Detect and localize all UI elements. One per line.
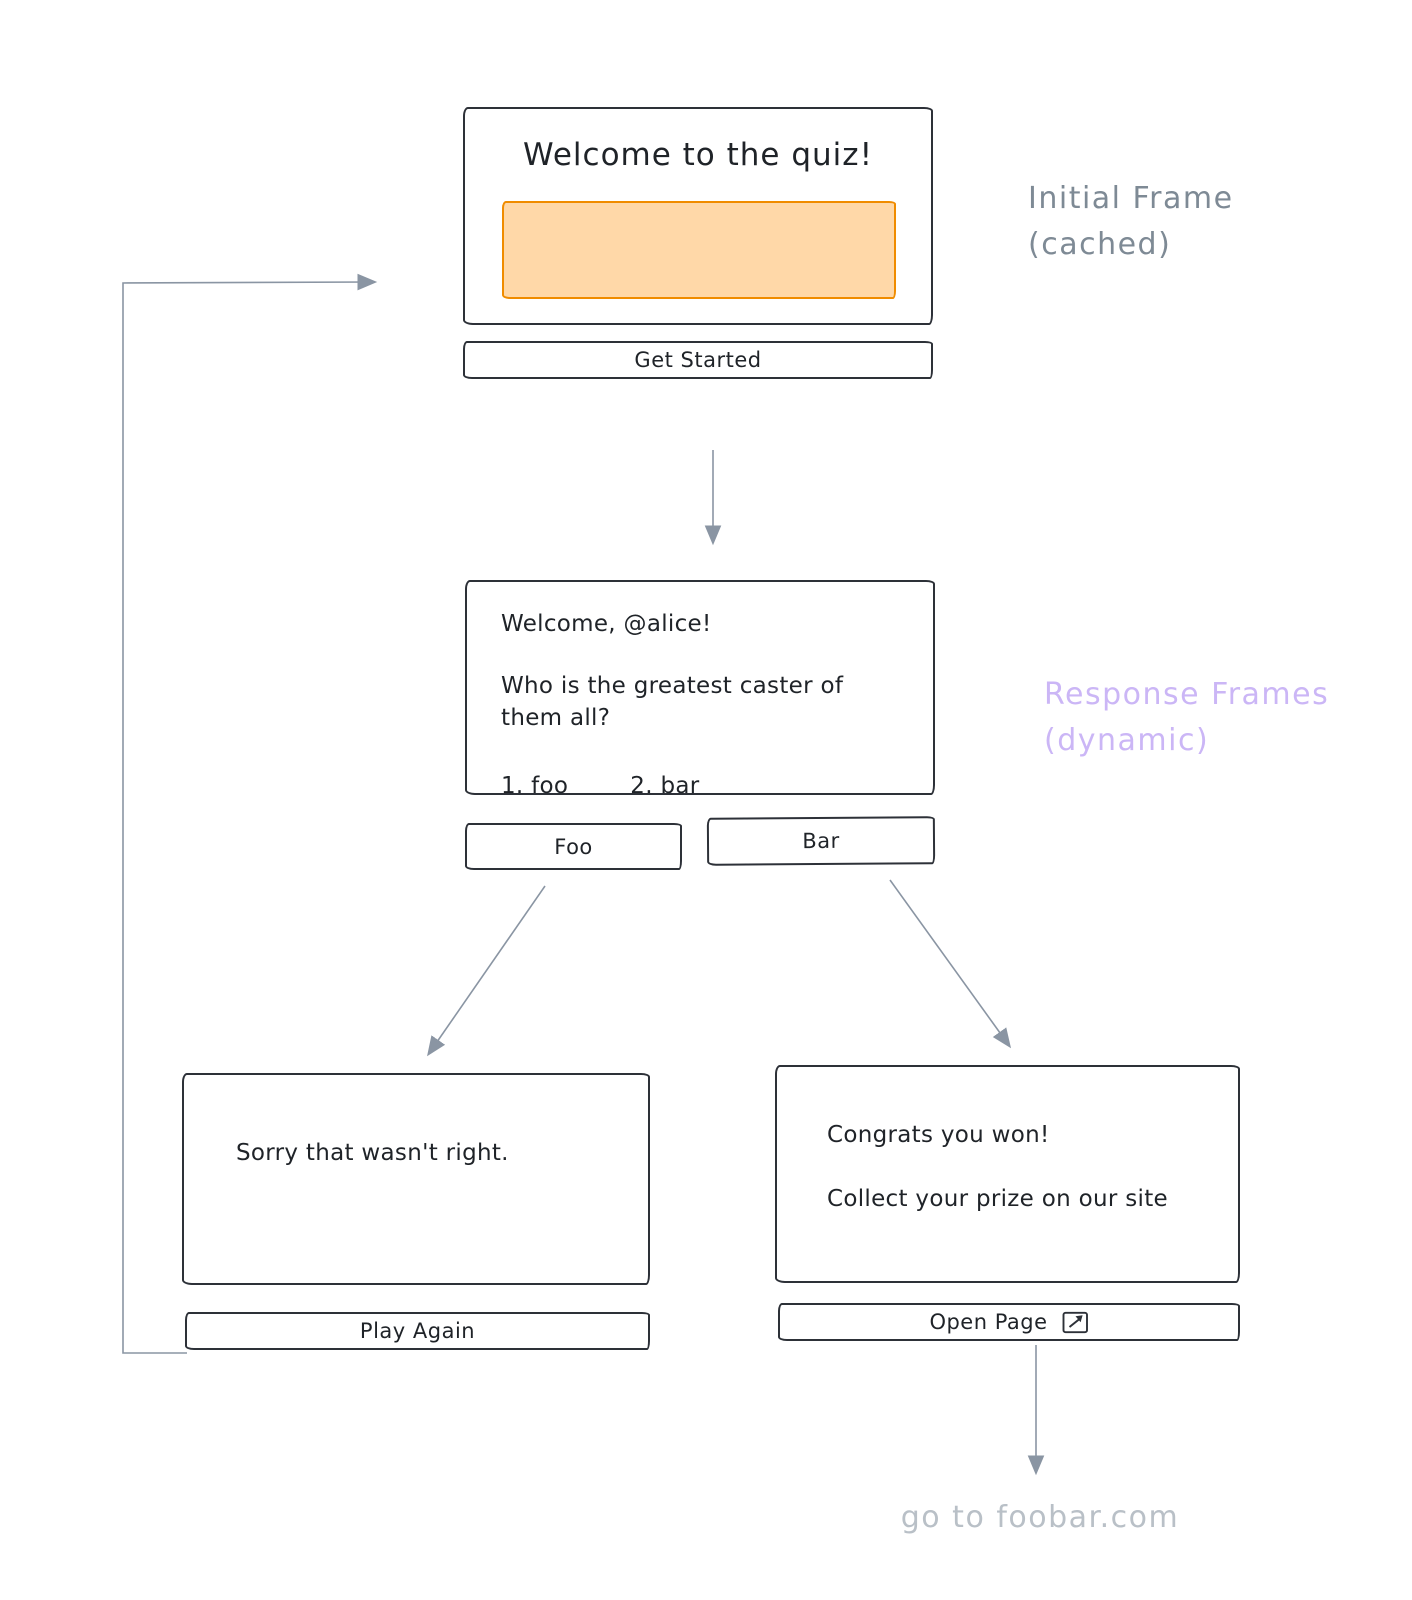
external-link-icon (1062, 1311, 1089, 1334)
foo-button[interactable]: Foo (465, 823, 682, 870)
play-again-button[interactable]: Play Again (185, 1312, 650, 1350)
annotation-line: Response Frames (1044, 677, 1330, 712)
arrow-bar-to-win (889, 879, 1012, 1049)
open-page-label: Open Page (929, 1310, 1048, 1334)
open-page-button[interactable]: Open Page (778, 1303, 1240, 1341)
get-started-label: Get Started (634, 348, 762, 372)
foo-button-label: Foo (554, 834, 593, 859)
wrong-answer-frame: Sorry that wasn't right. (182, 1073, 650, 1285)
annotation-line: Initial Frame (1028, 181, 1234, 216)
response-frames-annotation: Response Frames (dynamic) (1044, 672, 1329, 764)
win-text-line2: Collect your prize on our site (827, 1186, 1168, 1212)
initial-frame: Welcome to the quiz! (463, 107, 933, 325)
win-frame: Congrats you won! Collect your prize on … (775, 1065, 1240, 1283)
play-again-label: Play Again (359, 1319, 476, 1343)
option-foo: 1. foo (501, 773, 569, 799)
question-frame: Welcome, @alice! Who is the greatest cas… (465, 580, 935, 799)
options-row: 1. foo 2. bar (501, 770, 899, 802)
quiz-title: Welcome to the quiz! (523, 137, 873, 173)
initial-frame-annotation: Initial Frame (cached) (1028, 176, 1234, 268)
annotation-line: (dynamic) (1044, 723, 1210, 758)
annotation-line: (cached) (1028, 227, 1172, 262)
quiz-image-placeholder (502, 201, 896, 299)
bar-button[interactable]: Bar (706, 816, 936, 866)
option-bar: 2. bar (630, 773, 700, 799)
question-text: Who is the greatest caster of them all? (501, 673, 844, 731)
arrow-foo-to-wrong (427, 885, 546, 1057)
bar-button-label: Bar (802, 828, 840, 854)
wrong-answer-text: Sorry that wasn't right. (236, 1140, 509, 1166)
footer-destination-text: go to foobar.com (900, 1500, 1180, 1535)
greeting-text: Welcome, @alice! (501, 611, 712, 637)
win-text-line1: Congrats you won! (827, 1122, 1050, 1148)
get-started-button[interactable]: Get Started (463, 341, 933, 379)
